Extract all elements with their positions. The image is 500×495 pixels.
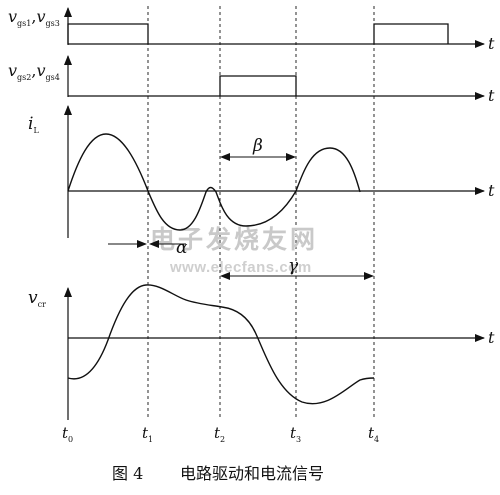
figure-caption-title: 电路驱动和电流信号: [180, 464, 324, 483]
time-mark-t2: t2: [214, 424, 225, 444]
time-mark-t1: t1: [142, 424, 153, 444]
alpha-interval-label: α: [176, 238, 188, 258]
panel2-time-label: t: [488, 86, 495, 105]
watermark-url: www.elecfans.com: [169, 259, 312, 276]
gamma-interval-label: γ: [288, 256, 299, 276]
vcr-voltage-waveform: [67, 284, 375, 405]
panel3-time-label: t: [488, 181, 495, 200]
figure-caption-number: 图 4: [112, 464, 143, 483]
beta-interval-label: β: [252, 136, 263, 156]
vgs24-pulse-waveform: [219, 75, 297, 96]
vgs13-signal-label: vgs1,vgs3: [8, 7, 60, 28]
il-current-waveform: [67, 133, 361, 231]
il-signal-label: iL: [28, 114, 39, 135]
panel1-time-label: t: [488, 34, 495, 53]
time-mark-t4: t4: [368, 424, 379, 444]
vcr-signal-label: vcr: [28, 288, 46, 309]
vgs24-signal-label: vgs2,vgs4: [8, 61, 60, 82]
time-mark-t0: t0: [62, 424, 73, 444]
vgs13-pulse-waveform: [67, 23, 449, 44]
time-mark-t3: t3: [290, 424, 301, 444]
panel4-time-label: t: [488, 328, 495, 347]
